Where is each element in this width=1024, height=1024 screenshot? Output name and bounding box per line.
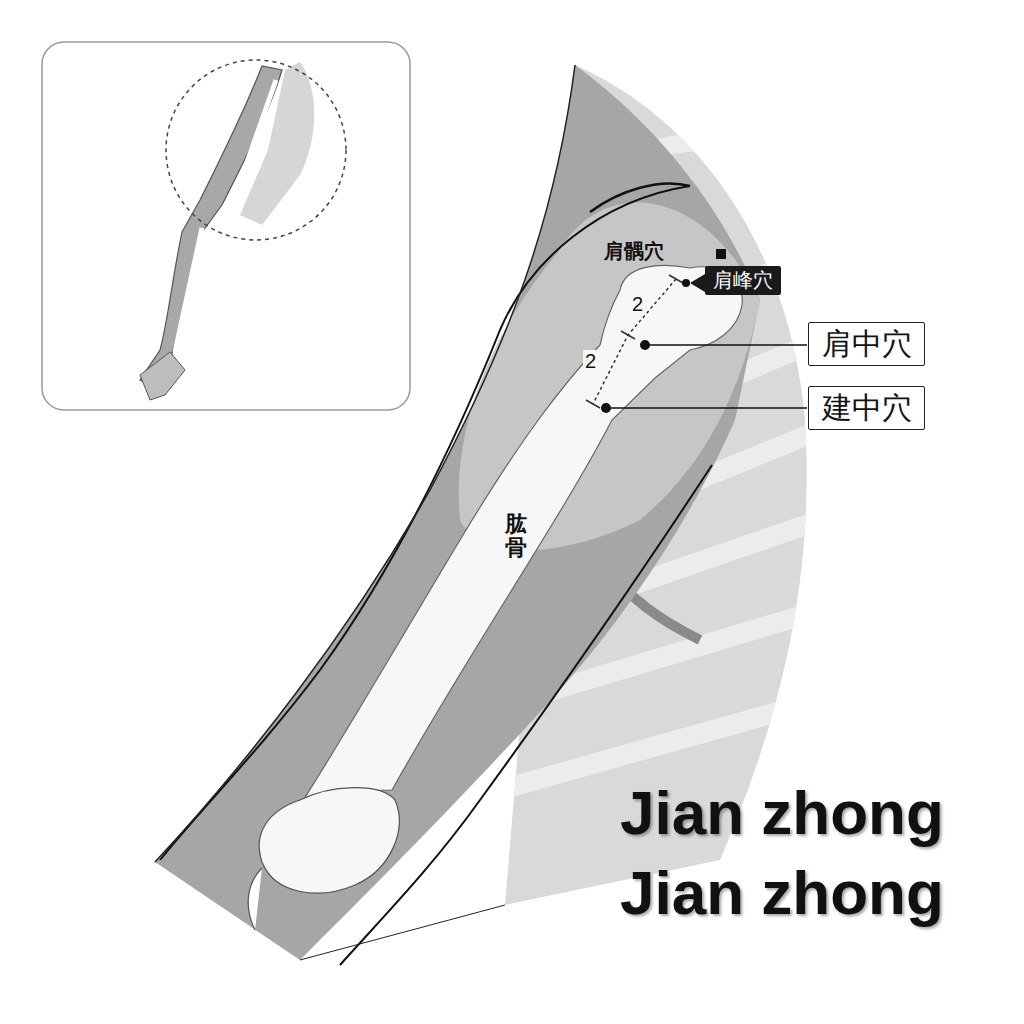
point-tag: 肩峰穴 [705, 266, 781, 295]
romanized-name: Jian zhong [620, 862, 944, 924]
measure-tick [669, 275, 683, 283]
leader-line [606, 407, 807, 409]
contour-line [160, 186, 690, 860]
pointer-arrow [690, 274, 705, 292]
leader-line [645, 344, 807, 346]
romanized-name: Jian zhong [620, 782, 944, 844]
measure-number: 2 [583, 350, 598, 372]
point-label-box: 肩中穴 [808, 322, 925, 366]
measure-line [593, 279, 676, 404]
point-name: 肩中穴 [822, 327, 912, 362]
point-dot [682, 279, 690, 287]
measure-tick [586, 400, 600, 408]
inset-bones [175, 80, 276, 352]
measure-tick [621, 331, 635, 339]
inset-arm [140, 66, 282, 385]
point-label-box: 建中穴 [808, 386, 925, 430]
arm-outline [300, 905, 505, 960]
point-name: 肩髃穴 [604, 241, 664, 261]
humerus [300, 265, 742, 805]
point-name: 肩峰穴 [713, 269, 773, 292]
humerus-condyle [259, 788, 399, 893]
point-name: 建中穴 [822, 391, 912, 426]
rib [500, 700, 820, 790]
inset-focus-circle [166, 60, 346, 240]
forearm-bone [248, 868, 262, 930]
inset-hand [140, 352, 185, 400]
measure-number: 2 [630, 293, 645, 315]
bone-name: 肱骨 [505, 512, 527, 560]
point-marker [716, 249, 726, 259]
inset-panel [42, 42, 410, 410]
